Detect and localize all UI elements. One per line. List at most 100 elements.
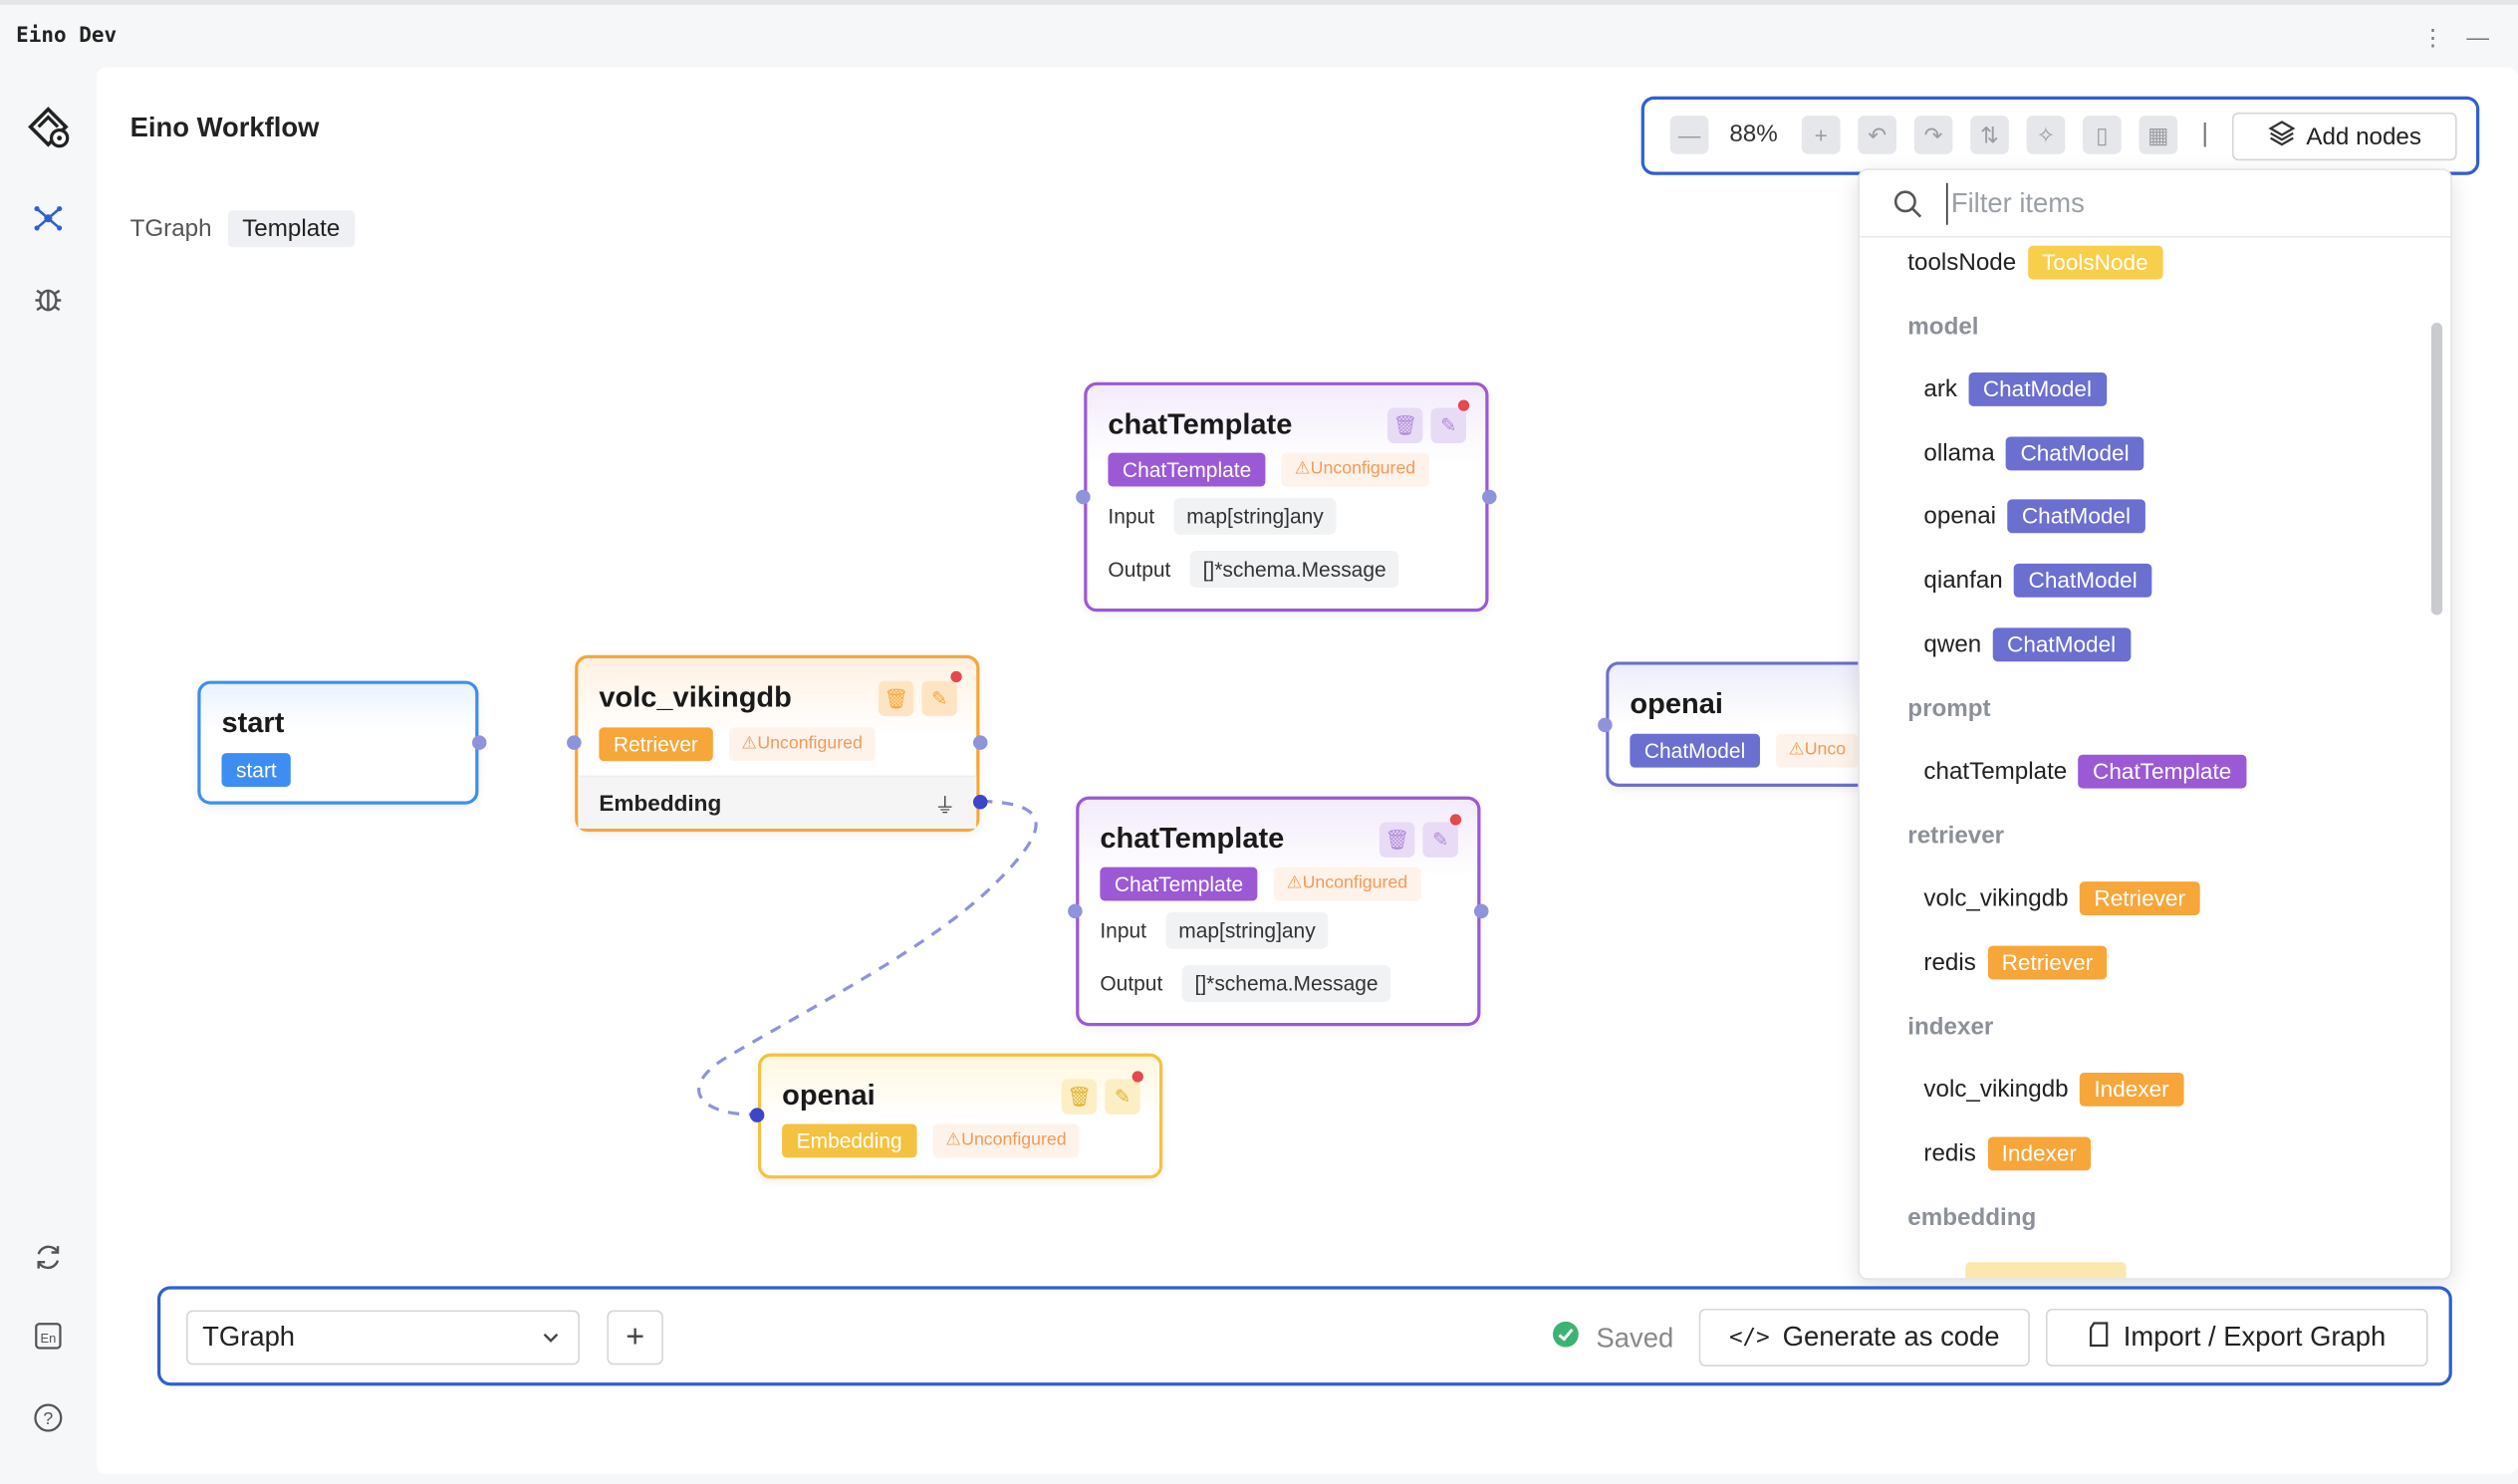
node-type-tag: Embedding	[782, 1123, 917, 1158]
edit-icon[interactable]: ✎	[1105, 1079, 1140, 1114]
node-title: volc_vikingdb	[599, 680, 792, 713]
item-name: qwen	[1923, 630, 1982, 659]
more-vertical-icon[interactable]: ⋮	[2421, 24, 2444, 50]
input-label: Input	[1108, 504, 1155, 529]
input-handle[interactable]	[567, 735, 582, 750]
edit-icon[interactable]: ✎	[1430, 407, 1466, 443]
unconfigured-badge: ⚠Unconfigured	[1273, 866, 1421, 901]
item-name: chatTemplate	[1923, 757, 2068, 786]
svg-text:?: ?	[43, 1408, 53, 1428]
item-tag: Retriever	[1987, 945, 2108, 980]
group-retriever: retriever	[1907, 822, 2005, 850]
node-type-tag: start	[221, 753, 292, 787]
zoom-out-icon[interactable]: —	[1669, 116, 1709, 154]
node-type-tag: ChatModel	[1630, 733, 1760, 768]
embedding-slot[interactable]: Embedding ⏚	[578, 775, 977, 829]
item-name: toolsNode	[1907, 248, 2017, 277]
breadcrumb-active[interactable]: Template	[227, 210, 355, 248]
output-label: Output	[1108, 557, 1171, 582]
page-title: Eino Workflow	[129, 112, 320, 143]
filter-input[interactable]	[1945, 182, 2412, 225]
delete-icon[interactable]: 🗑	[1379, 822, 1415, 858]
node-volc-vikingdb[interactable]: volc_vikingdb Retriever ⚠Unconfigured 🗑 …	[575, 654, 980, 833]
item-tag: ChatModel	[1968, 372, 2107, 406]
group-embedding: embedding	[1907, 1204, 2037, 1232]
auto-layout-icon[interactable]: ⇅	[1970, 116, 2009, 154]
workflow-nav-icon[interactable]	[24, 194, 72, 242]
delete-icon[interactable]: 🗑	[1061, 1079, 1098, 1114]
minimize-icon[interactable]: —	[2466, 24, 2489, 50]
breadcrumb-graph[interactable]: TGraph	[129, 215, 212, 243]
edit-icon[interactable]: ✎	[1422, 822, 1458, 858]
node-start[interactable]: start start	[197, 680, 479, 805]
item-name: openai	[1923, 502, 1997, 531]
input-handle[interactable]	[1598, 717, 1613, 733]
embedding-handle[interactable]	[972, 795, 988, 810]
output-handle[interactable]	[972, 735, 988, 750]
edit-icon[interactable]: ✎	[921, 680, 957, 717]
dropdown-scrollbar[interactable]	[2430, 323, 2443, 616]
node-openai-embedding[interactable]: openai Embedding ⚠Unconfigured 🗑 ✎	[757, 1053, 1163, 1179]
undo-icon[interactable]: ↶	[1858, 116, 1897, 154]
pointer-mode-icon[interactable]: ▯	[2083, 116, 2122, 154]
add-nodes-button[interactable]: Add nodes	[2231, 112, 2457, 161]
node-title: start	[221, 706, 285, 739]
item-tag: ChatModel	[2014, 563, 2152, 598]
language-icon[interactable]: En	[24, 1312, 72, 1360]
item-name: ollama	[1923, 439, 1995, 468]
minimap-icon[interactable]: ▦	[2139, 116, 2178, 154]
import-export-button[interactable]: Import / Export Graph	[2045, 1308, 2428, 1366]
output-handle[interactable]	[1473, 903, 1489, 919]
sidebar: En ?	[0, 67, 97, 1484]
redo-icon[interactable]: ↷	[1913, 116, 1953, 154]
input-handle[interactable]	[749, 1108, 765, 1122]
node-chat-template-2[interactable]: chatTemplate ChatTemplate ⚠Unconfigured …	[1076, 796, 1481, 1027]
chevron-down-icon	[540, 1325, 563, 1357]
refresh-icon[interactable]	[24, 1233, 72, 1281]
code-icon: </>	[1728, 1325, 1770, 1351]
item-tag: Indexer	[1987, 1136, 2092, 1171]
node-chat-template-1[interactable]: chatTemplate ChatTemplate ⚠Unconfigured …	[1084, 381, 1489, 613]
status-dot	[1457, 399, 1470, 411]
unconfigured-badge: ⚠Unco	[1775, 733, 1859, 768]
dropdown-item-partial	[1965, 1262, 2127, 1279]
add-nodes-label: Add nodes	[2306, 123, 2421, 150]
output-handle[interactable]	[471, 735, 487, 750]
save-status-label: Saved	[1596, 1322, 1674, 1354]
node-type-tag: ChatTemplate	[1100, 866, 1258, 901]
generate-code-button[interactable]: </> Generate as code	[1698, 1308, 2030, 1366]
filter-bar	[1859, 170, 2451, 238]
delete-icon[interactable]: 🗑	[1386, 407, 1423, 443]
zoom-in-icon[interactable]: +	[1801, 116, 1841, 154]
debug-bug-icon[interactable]	[24, 275, 72, 323]
status-dot	[950, 670, 962, 683]
input-handle[interactable]	[1076, 489, 1091, 505]
toolbar-divider: |	[2201, 120, 2209, 148]
output-handle[interactable]	[1482, 489, 1497, 505]
unconfigured-badge: ⚠Unconfigured	[728, 727, 876, 762]
input-handle[interactable]	[1068, 903, 1083, 919]
add-graph-button[interactable]: +	[607, 1310, 663, 1365]
import-export-label: Import / Export Graph	[2123, 1321, 2387, 1353]
node-openai-chatmodel[interactable]: openai ChatModel ⚠Unco	[1606, 661, 1880, 787]
node-title: openai	[782, 1079, 876, 1112]
delete-icon[interactable]: 🗑	[878, 680, 914, 717]
item-tag: ChatTemplate	[2078, 754, 2246, 789]
graph-select[interactable]: TGraph	[186, 1310, 581, 1365]
help-icon[interactable]: ?	[24, 1393, 72, 1441]
magic-wand-icon[interactable]: ✧	[2026, 116, 2066, 154]
node-type-tag: ChatTemplate	[1108, 452, 1266, 487]
input-type: map[string]any	[1173, 497, 1337, 535]
dropdown-item-toolsnode[interactable]: toolsNode ToolsNode	[1907, 245, 2163, 280]
dropdown-item-chattemplate[interactable]: chatTemplate ChatTemplate	[1923, 754, 2246, 789]
